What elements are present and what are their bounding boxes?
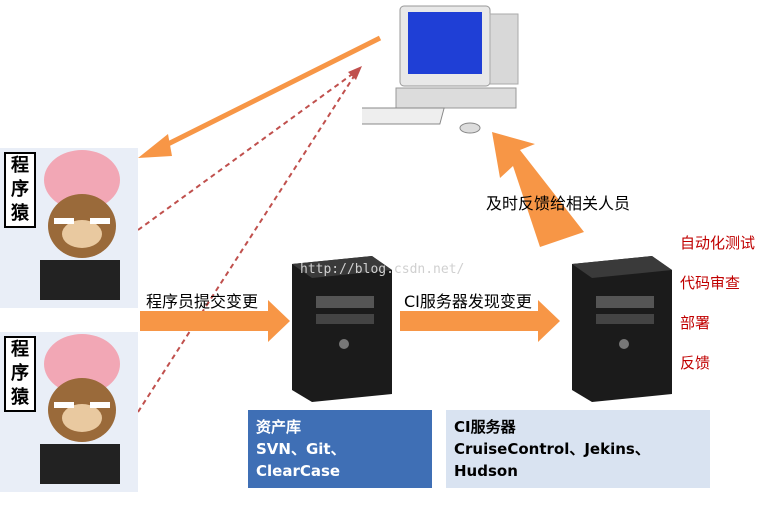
ci-box: CI服务器 CruiseControl、Jekins、Hudson [446,410,710,488]
feedback-arrow-to-programmer [138,35,382,158]
ci-server-icon [562,244,680,404]
watermark: http://blog.csdn.net/ [300,262,465,277]
repo-box-title: 资产库 [256,418,302,436]
monkey-programmer-icon [40,150,120,300]
repo-box: 资产库 SVN、Git、ClearCase [248,410,432,488]
dashed-line-bottom [137,69,359,413]
repo-box-subtitle: SVN、Git、ClearCase [256,440,346,480]
ci-task-feedback: 反馈 [680,354,711,372]
monkey-programmer-icon [40,334,120,484]
programmer-sign-top: 程序猿 [4,152,36,228]
ci-box-title: CI服务器 [454,418,516,436]
commit-label: 程序员提交变更 [146,292,259,311]
feedback-label: 及时反馈给相关人员 [486,194,631,213]
computer-icon [329,4,522,136]
ci-feedback-arrow [492,132,584,247]
commit-arrow [140,300,290,342]
ci-box-subtitle: CruiseControl、Jekins、Hudson [454,440,650,480]
programmer-top: 程序猿 [0,148,138,308]
ci-task-code-review: 代码审查 [680,274,741,292]
ci-task-deploy: 部署 [680,314,711,332]
detect-label: CI服务器发现变更 [404,292,532,311]
detect-arrow [400,300,560,342]
programmer-sign-bottom: 程序猿 [4,336,36,412]
ci-task-automated-test: 自动化测试 [680,234,756,252]
repo-server-icon [282,244,400,404]
programmer-bottom: 程序猿 [0,332,138,492]
dashed-line-top [137,69,359,231]
